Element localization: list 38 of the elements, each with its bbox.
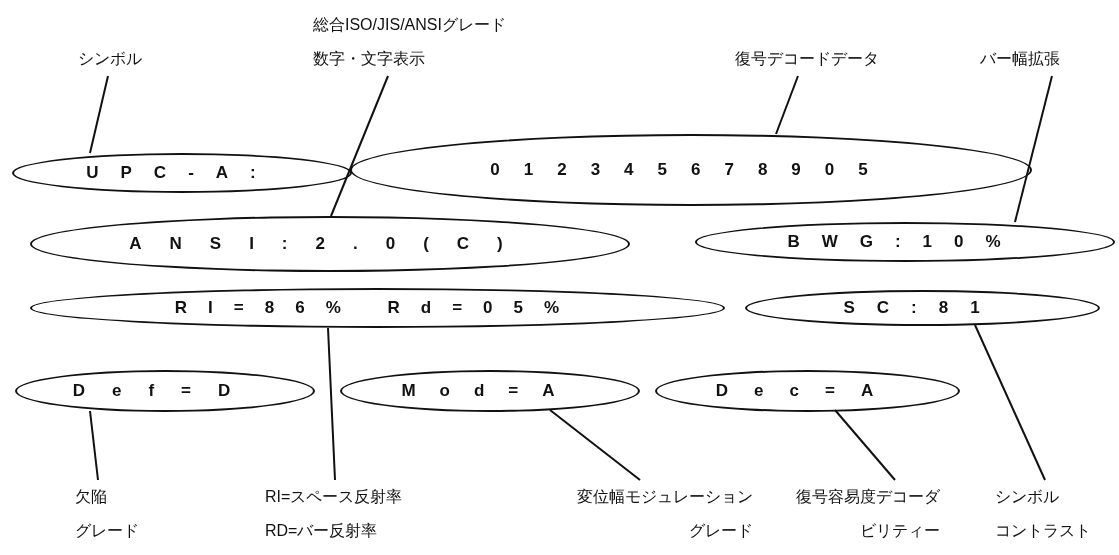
- callout-text: 数字・文字表示: [313, 49, 426, 69]
- leader-line: [549, 409, 641, 481]
- callout-text: シンボルコントラスト: [995, 487, 1092, 541]
- callout-text: 総合ISO/JIS/ANSIグレード: [313, 15, 507, 35]
- oval-outline: [30, 216, 630, 272]
- callout-text: 欠陥グレード: [75, 487, 140, 541]
- oval-outline: [340, 370, 640, 412]
- callout-text: 復号容易度デコーダビリティー: [795, 487, 940, 541]
- readout-text: RI=86% Rd=05%: [174, 298, 581, 318]
- callout-text: バー幅拡張: [980, 49, 1061, 69]
- readout-text: 012345678905: [490, 160, 892, 180]
- leader-line: [89, 75, 109, 154]
- leader-line: [1014, 75, 1053, 223]
- leader-line: [834, 409, 896, 481]
- leader-line: [89, 410, 99, 481]
- oval-outline: [655, 370, 960, 412]
- callout-text: 復号デコードデータ: [735, 49, 880, 69]
- readout-text: SC:81: [843, 298, 1002, 318]
- oval-outline: [30, 288, 725, 328]
- readout-text: UPC-A:: [86, 163, 278, 183]
- oval-outline: [745, 290, 1100, 326]
- leader-line: [775, 75, 799, 135]
- callout-text: RI=スペース反射率: [265, 487, 404, 507]
- oval-outline: [12, 153, 352, 193]
- readout-text: ANSI:2.0(C): [129, 234, 531, 254]
- oval-outline: [695, 222, 1115, 262]
- readout-text: BWG:10%: [787, 232, 1023, 252]
- oval-outline: [350, 134, 1032, 206]
- callout-text: RD=バー反射率: [265, 521, 379, 541]
- leader-line: [327, 327, 336, 481]
- callout-text: 変位幅モジュレーショングレード: [576, 487, 753, 541]
- callout-text: シンボル: [78, 49, 143, 69]
- readout-text: Def=D: [72, 381, 258, 401]
- readout-text: Dec=A: [715, 381, 900, 401]
- leader-line: [974, 324, 1046, 481]
- oval-outline: [15, 370, 315, 412]
- readout-text: Mod=A: [401, 381, 579, 401]
- leader-line: [330, 75, 389, 217]
